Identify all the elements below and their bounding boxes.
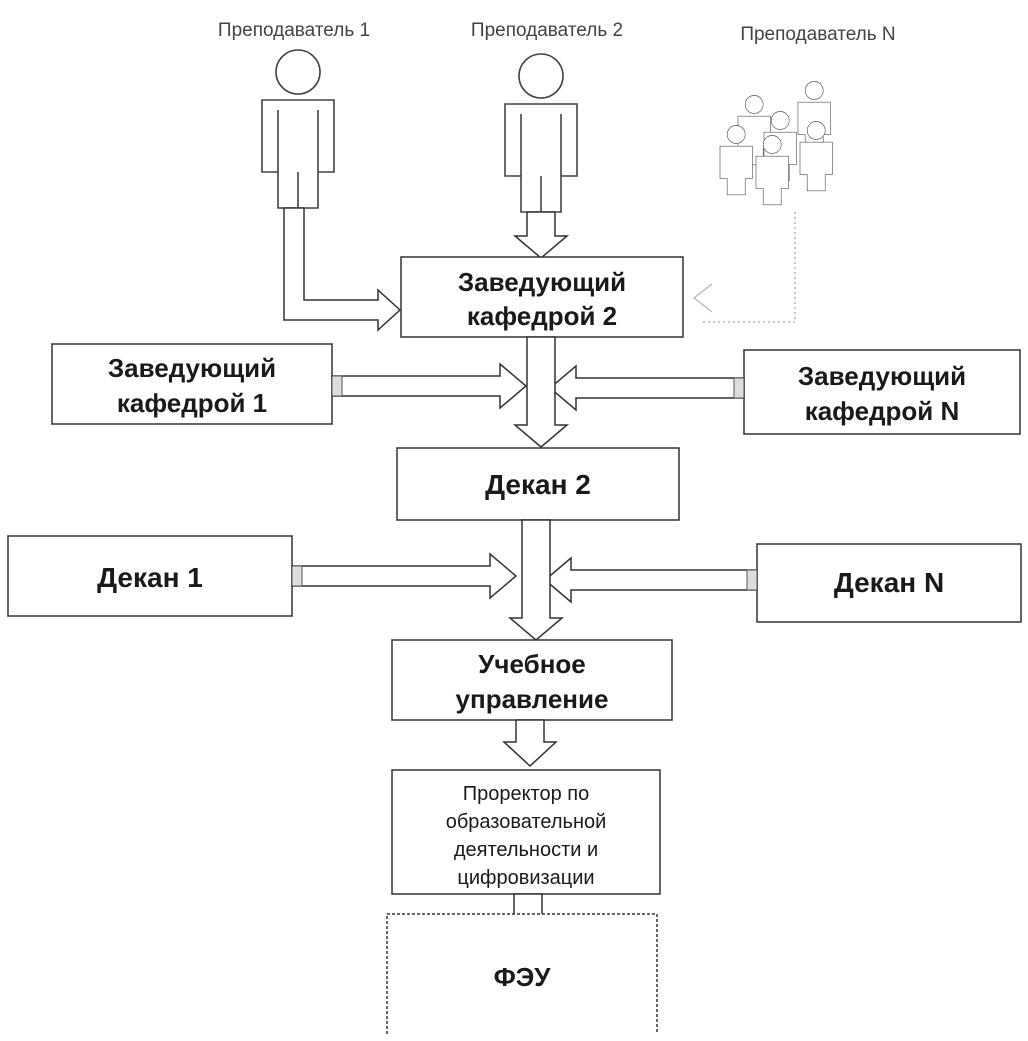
academic-office-line-1: Учебное [478,649,586,679]
arrow-headn-to-junction [548,364,745,412]
academic-office-box [391,639,673,721]
head-n-box [743,349,1021,435]
vice-rector-box [391,769,661,895]
teacher-n-label: Преподаватель N [740,24,895,45]
dean-n-label: Декан N [834,567,944,598]
head-n-line-1: Заведующий [798,361,966,391]
head-2-line-1: Заведующий [458,267,626,297]
dean-2-box [396,447,680,521]
arrow-head1-to-junction [331,362,528,410]
academic-office-line-2: управление [456,684,609,714]
dean-1-box [7,535,293,617]
vice-rector-line-1: Проректор по [463,783,590,805]
vice-rector-line-2: образовательной [446,811,607,833]
dean-1-label: Декан 1 [97,562,203,593]
arrow-teacher2-to-head2 [512,211,570,259]
person-icon [504,53,578,213]
head-1-line-2: кафедрой 1 [117,388,267,418]
arrow-tail-marker [331,375,343,397]
arrow-teachern-head [693,283,713,313]
arrow-tail-marker [733,377,745,399]
arrow-dean1-to-junction [291,552,518,600]
feu-box [386,913,658,1034]
arrow-teacher1-to-head2 [283,207,402,332]
arrow-tail-marker [746,569,758,591]
head-2-line-2: кафедрой 2 [467,301,617,331]
feu-label: ФЭУ [494,962,552,992]
vice-rector-line-4: цифровизации [457,867,594,889]
head-1-line-1: Заведующий [108,353,276,383]
person-icon [261,49,335,209]
group-icon [719,81,833,206]
arrow-head2-to-dean2 [512,336,570,448]
teacher-2-label: Преподаватель 2 [471,20,623,41]
arrow-teachern-to-head2 [700,212,796,323]
arrow-deann-to-junction [543,556,758,604]
arrow-office-to-vicerector [502,719,558,768]
teacher-1-label: Преподаватель 1 [218,20,370,41]
vice-rector-line-3: деятельности и [454,839,598,861]
arrow-tail-marker [291,565,303,587]
head-n-line-2: кафедрой N [805,396,960,426]
arrow-dean2-to-office [507,519,565,641]
dean-2-label: Декан 2 [485,469,591,500]
